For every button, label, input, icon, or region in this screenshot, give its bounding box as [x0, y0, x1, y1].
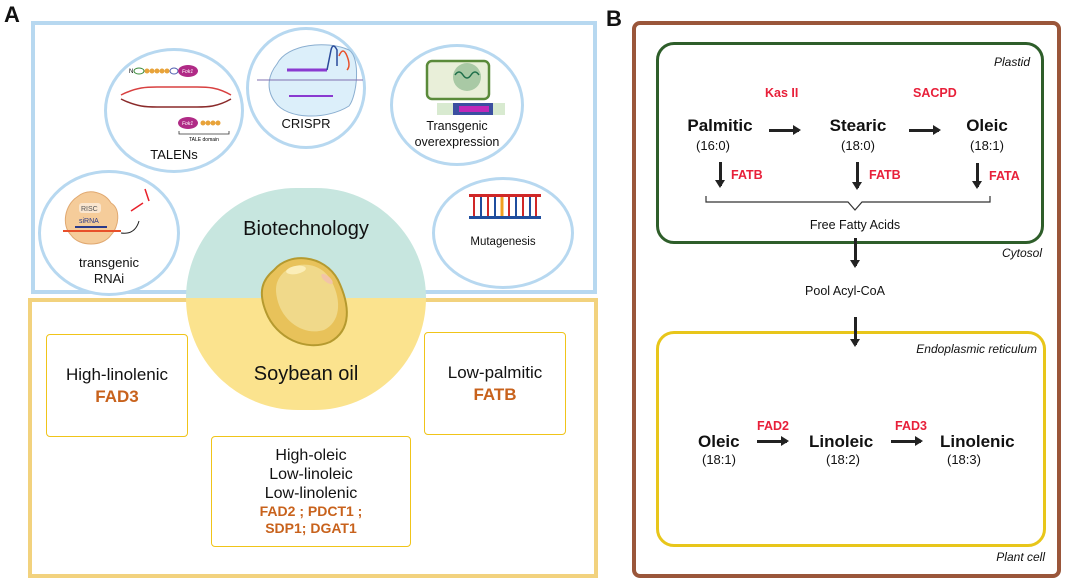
talen-icon: N Fok1 Fok1 TALE domain — [120, 65, 232, 141]
acid-oleic-plastid: Oleic — [966, 116, 1008, 135]
enzyme-fad3: FAD3 — [895, 419, 927, 433]
free-fatty-acids-label: Free Fatty Acids — [809, 218, 901, 232]
formula-linoleic: (18:2) — [826, 452, 860, 467]
acid-linolenic: Linolenic — [940, 432, 1015, 451]
enzyme-sacpd: SACPD — [913, 86, 957, 100]
svg-text:TALE domain: TALE domain — [189, 137, 219, 141]
acid-palmitic: Palmitic — [687, 116, 753, 135]
gene-label: FAD2 ; PDCT1 ; — [259, 503, 363, 520]
enzyme-fad2: FAD2 — [757, 419, 789, 433]
free-fatty-acids-bracket — [705, 196, 991, 211]
arrow-oleic-release — [972, 163, 982, 189]
plastid-label: Plastid — [993, 55, 1030, 69]
crispr-icon — [257, 44, 363, 117]
enzyme-fatb-2: FATB — [869, 168, 901, 182]
mutagenesis-label: Mutagenesis — [470, 236, 536, 248]
soybean-oil-label: Soybean oil — [253, 363, 359, 385]
formula-oleic-plastid: (18:1) — [970, 138, 1004, 153]
pool-acyl-coa-label: Pool Acyl-CoA — [805, 284, 885, 298]
plant-cell-border — [632, 21, 1061, 578]
trait-box-low-palmitic: Low-palmitic FATB — [424, 332, 566, 435]
svg-text:siRNA: siRNA — [79, 218, 99, 225]
arrow-to-er — [850, 317, 860, 347]
overexpression-label-line1: Transgenic — [426, 119, 488, 133]
arrow-linoleic-to-linolenic — [891, 436, 923, 446]
acid-oleic-er: Oleic — [698, 432, 740, 451]
formula-palmitic: (16:0) — [696, 138, 730, 153]
trait-label: High-oleic — [275, 446, 347, 464]
svg-text:N: N — [129, 69, 133, 75]
arrow-stearic-to-oleic — [909, 125, 941, 135]
trait-label: Low-linolenic — [264, 485, 358, 503]
arrow-palmitic-to-stearic — [769, 125, 801, 135]
svg-text:Fok1: Fok1 — [182, 121, 193, 127]
overexpression-label-line2: overexpression — [414, 134, 500, 149]
rnai-label-line1: transgenic — [79, 255, 139, 270]
formula-linolenic: (18:3) — [947, 452, 981, 467]
trait-label: Low-linoleic — [269, 466, 353, 484]
svg-text:Fok1: Fok1 — [182, 69, 193, 75]
trait-box-high-linolenic: High-linolenic FAD3 — [46, 334, 188, 437]
gene-label: SDP1; DGAT1 — [265, 520, 357, 537]
trait-box-high-oleic: High-oleic Low-linoleic Low-linolenic FA… — [211, 436, 411, 547]
overexpression-circle: Transgenic overexpression — [390, 44, 524, 166]
trait-label: Low-palmitic — [447, 363, 543, 383]
overexpression-label: Transgenic overexpression — [393, 119, 521, 150]
acid-linoleic: Linoleic — [809, 432, 874, 451]
formula-oleic-er: (18:1) — [702, 452, 736, 467]
crispr-label: CRISPR — [281, 116, 331, 131]
biotechnology-label: Biotechnology — [243, 218, 369, 240]
soybean-icon — [260, 257, 348, 347]
formula-stearic: (18:0) — [841, 138, 875, 153]
er-label: Endoplasmic reticulum — [916, 342, 1037, 356]
enzyme-kas-ii: Kas II — [765, 86, 799, 100]
gene-label: FATB — [473, 384, 517, 404]
crispr-circle: CRISPR — [246, 27, 366, 149]
panel-a-label: A — [4, 2, 20, 27]
er-border — [656, 331, 1046, 547]
talens-circle: N Fok1 Fok1 TALE domain TALENs — [104, 48, 244, 173]
panel-b-label: B — [606, 6, 622, 31]
arrow-palmitic-release — [715, 162, 725, 188]
enzyme-fata: FATA — [989, 169, 1020, 183]
acid-stearic: Stearic — [829, 116, 887, 135]
rnai-circle: RISC siRNA transgenic RNAi — [38, 170, 180, 296]
mutagenesis-circle: Mutagenesis — [432, 177, 574, 289]
talens-label: TALENs — [150, 147, 198, 162]
arrow-to-pool — [850, 238, 860, 268]
trait-label: High-linolenic — [65, 365, 169, 385]
cytosol-label: Cytosol — [1001, 246, 1042, 260]
overexpression-icon — [425, 59, 505, 115]
gene-label: FAD3 — [95, 386, 139, 406]
arrow-stearic-release — [852, 162, 862, 190]
enzyme-fatb-1: FATB — [731, 168, 763, 182]
rnai-label: transgenic RNAi — [41, 255, 177, 286]
plant-cell-label: Plant cell — [996, 550, 1045, 564]
svg-text:RISC: RISC — [81, 206, 98, 213]
plastid-border — [656, 42, 1044, 244]
arrow-oleic-to-linoleic — [757, 436, 789, 446]
dna-mutation-icon — [469, 194, 541, 219]
rnai-label-line2: RNAi — [93, 270, 125, 286]
rnai-icon: RISC siRNA — [63, 188, 150, 245]
